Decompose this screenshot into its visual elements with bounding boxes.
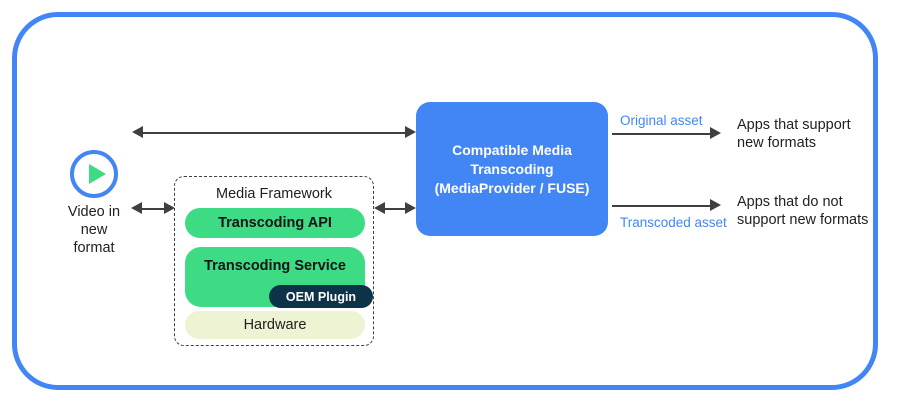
original-asset-label: Original asset [620,113,703,128]
transcoded-asset-label: Transcoded asset [620,215,727,230]
connector-video-to-framework-head-left [131,202,142,214]
media-framework-title: Media Framework [215,186,333,202]
apps-supporting-new-formats-label: Apps that support new formats [737,117,851,151]
play-icon-triangle [89,164,106,184]
connector-framework-to-transcoder-line [385,208,405,210]
compatible-media-transcoding-node: Compatible Media Transcoding (MediaProvi… [416,102,608,236]
connector-framework-to-transcoder-head-right [405,202,416,214]
apps-not-supporting-new-formats-label: Apps that do not support new formats [737,194,869,228]
layer-hardware: Hardware [185,311,365,339]
connector-original-asset-head [710,127,721,139]
connector-transcoded-asset-head [710,199,721,211]
connector-video-to-transcoder-head-left [132,126,143,138]
connector-video-to-framework-line [142,208,164,210]
connector-framework-to-transcoder-head-left [374,202,385,214]
connector-transcoded-asset-line [612,205,710,207]
connector-video-to-framework-head-right [164,202,175,214]
connector-video-to-transcoder-head-right [405,126,416,138]
layer-transcoding-api: Transcoding API [185,208,365,238]
play-circle-icon [70,150,118,198]
oem-plugin-badge: OEM Plugin [269,285,373,308]
connector-video-to-transcoder-line [143,132,405,134]
media-framework-group: Media Framework Transcoding API Transcod… [174,176,374,346]
video-source-caption: Video in new format [67,204,121,256]
connector-original-asset-line [612,133,710,135]
